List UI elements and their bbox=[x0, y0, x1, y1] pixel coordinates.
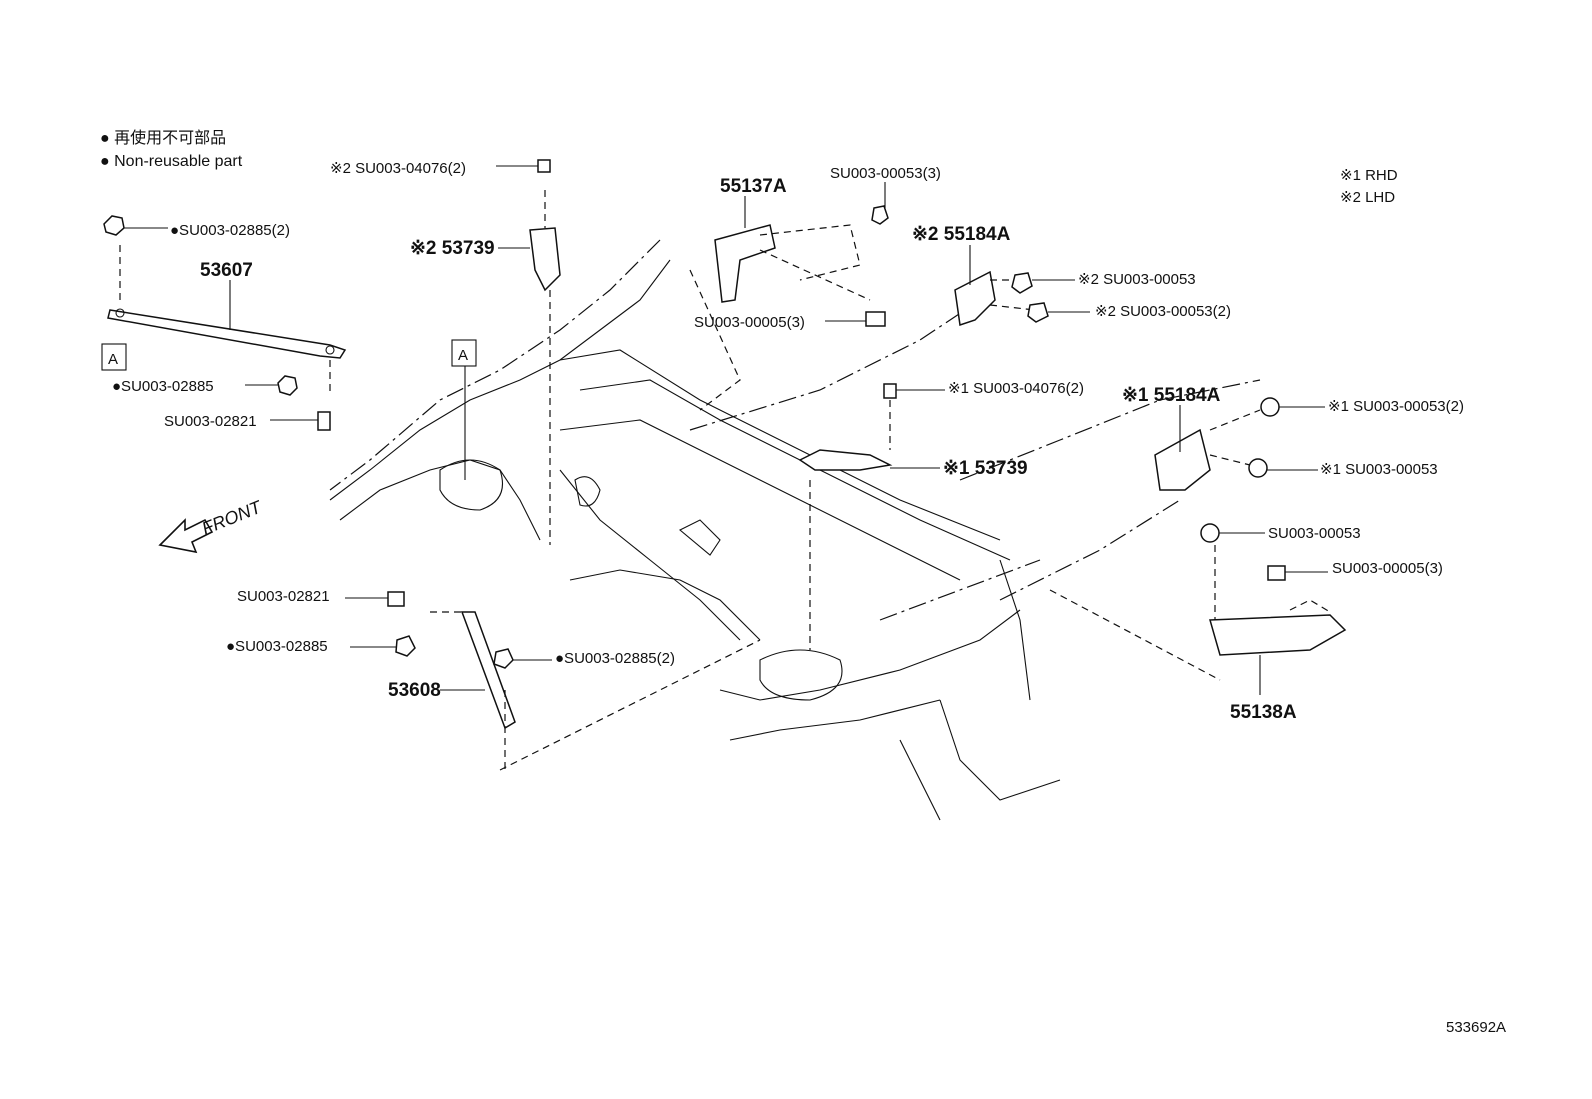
callout-55184a-rhd: ※1 55184A bbox=[1122, 385, 1221, 406]
callout-su02885-2-top: ●SU003-02885(2) bbox=[170, 222, 290, 239]
bolt-icon bbox=[865, 311, 886, 327]
callout-su04076-lhd: ※2 SU003-04076(2) bbox=[330, 160, 466, 177]
washer-icon bbox=[1200, 523, 1220, 543]
vehicle-body-structure bbox=[329, 239, 1261, 821]
nut-icon bbox=[103, 215, 125, 236]
callout-su00053-3: SU003-00053(3) bbox=[830, 165, 941, 182]
bracket-55138a bbox=[1049, 545, 1347, 681]
callout-su02885-2-low: ●SU003-02885(2) bbox=[555, 650, 675, 667]
callout-55138a: 55138A bbox=[1230, 702, 1297, 723]
washer-icon bbox=[1260, 397, 1280, 417]
callout-su00005-3-top: SU003-00005(3) bbox=[694, 314, 805, 331]
callout-su04076-rhd: ※1 SU003-04076(2) bbox=[948, 380, 1084, 397]
nut-icon bbox=[1011, 272, 1033, 294]
bracket-53739-lhd bbox=[529, 190, 561, 545]
bolt-icon bbox=[387, 591, 405, 607]
bolt-icon bbox=[317, 411, 331, 431]
nut-icon bbox=[871, 205, 889, 225]
bolt-icon bbox=[883, 383, 897, 399]
diagram-code: 533692A bbox=[1446, 1019, 1506, 1036]
front-label: FRONT bbox=[199, 496, 266, 539]
callout-su02821-left: SU003-02821 bbox=[164, 413, 257, 430]
washer-icon bbox=[1248, 458, 1268, 478]
leader-lines bbox=[124, 165, 1328, 695]
callout-53608: 53608 bbox=[388, 680, 441, 701]
callout-su02821-low: SU003-02821 bbox=[237, 588, 330, 605]
ref-a-center: A bbox=[458, 347, 468, 364]
callout-su00005-3-right: SU003-00005(3) bbox=[1332, 560, 1443, 577]
callout-su00053-rhd: ※1 SU003-00053 bbox=[1320, 461, 1438, 478]
callout-su00053-2-lhd: ※2 SU003-00053(2) bbox=[1095, 303, 1231, 320]
callout-53607: 53607 bbox=[200, 260, 253, 281]
nut-icon bbox=[277, 375, 298, 396]
legend-en: ● Non-reusable part bbox=[100, 153, 243, 170]
note-rhd: ※1 RHD bbox=[1340, 167, 1398, 184]
ref-a-box-center bbox=[451, 339, 477, 367]
callout-su02885-low: ●SU003-02885 bbox=[226, 638, 328, 655]
nut-icon bbox=[395, 635, 416, 657]
callout-53739-lhd: ※2 53739 bbox=[410, 238, 495, 259]
strut-bar-53607 bbox=[107, 245, 347, 395]
callout-su00053-2-rhd: ※1 SU003-00053(2) bbox=[1328, 398, 1464, 415]
brace-53608 bbox=[430, 611, 761, 771]
callout-55184a-lhd: ※2 55184A bbox=[912, 224, 1011, 245]
nut-icon bbox=[1027, 302, 1049, 323]
callout-su00053-lhd: ※2 SU003-00053 bbox=[1078, 271, 1196, 288]
callout-53739-rhd: ※1 53739 bbox=[943, 458, 1028, 479]
callout-55137a: 55137A bbox=[720, 176, 787, 197]
bracket-55137a bbox=[689, 224, 871, 411]
ref-a-box-left bbox=[101, 343, 127, 371]
front-arrow-icon: FRONT bbox=[158, 496, 266, 554]
bolt-icon bbox=[537, 159, 551, 173]
bracket-53739-rhd bbox=[798, 400, 893, 650]
legend-jp: ● 再使用不可部品 bbox=[100, 129, 226, 147]
callout-su02885-left: ●SU003-02885 bbox=[112, 378, 214, 395]
nut-icon bbox=[493, 648, 514, 669]
callout-su00053-plain: SU003-00053 bbox=[1268, 525, 1361, 542]
ref-a-left: A bbox=[108, 351, 118, 368]
note-lhd: ※2 LHD bbox=[1340, 189, 1395, 206]
bracket-55184a-rhd bbox=[1154, 409, 1261, 491]
bolt-icon bbox=[1267, 565, 1286, 581]
